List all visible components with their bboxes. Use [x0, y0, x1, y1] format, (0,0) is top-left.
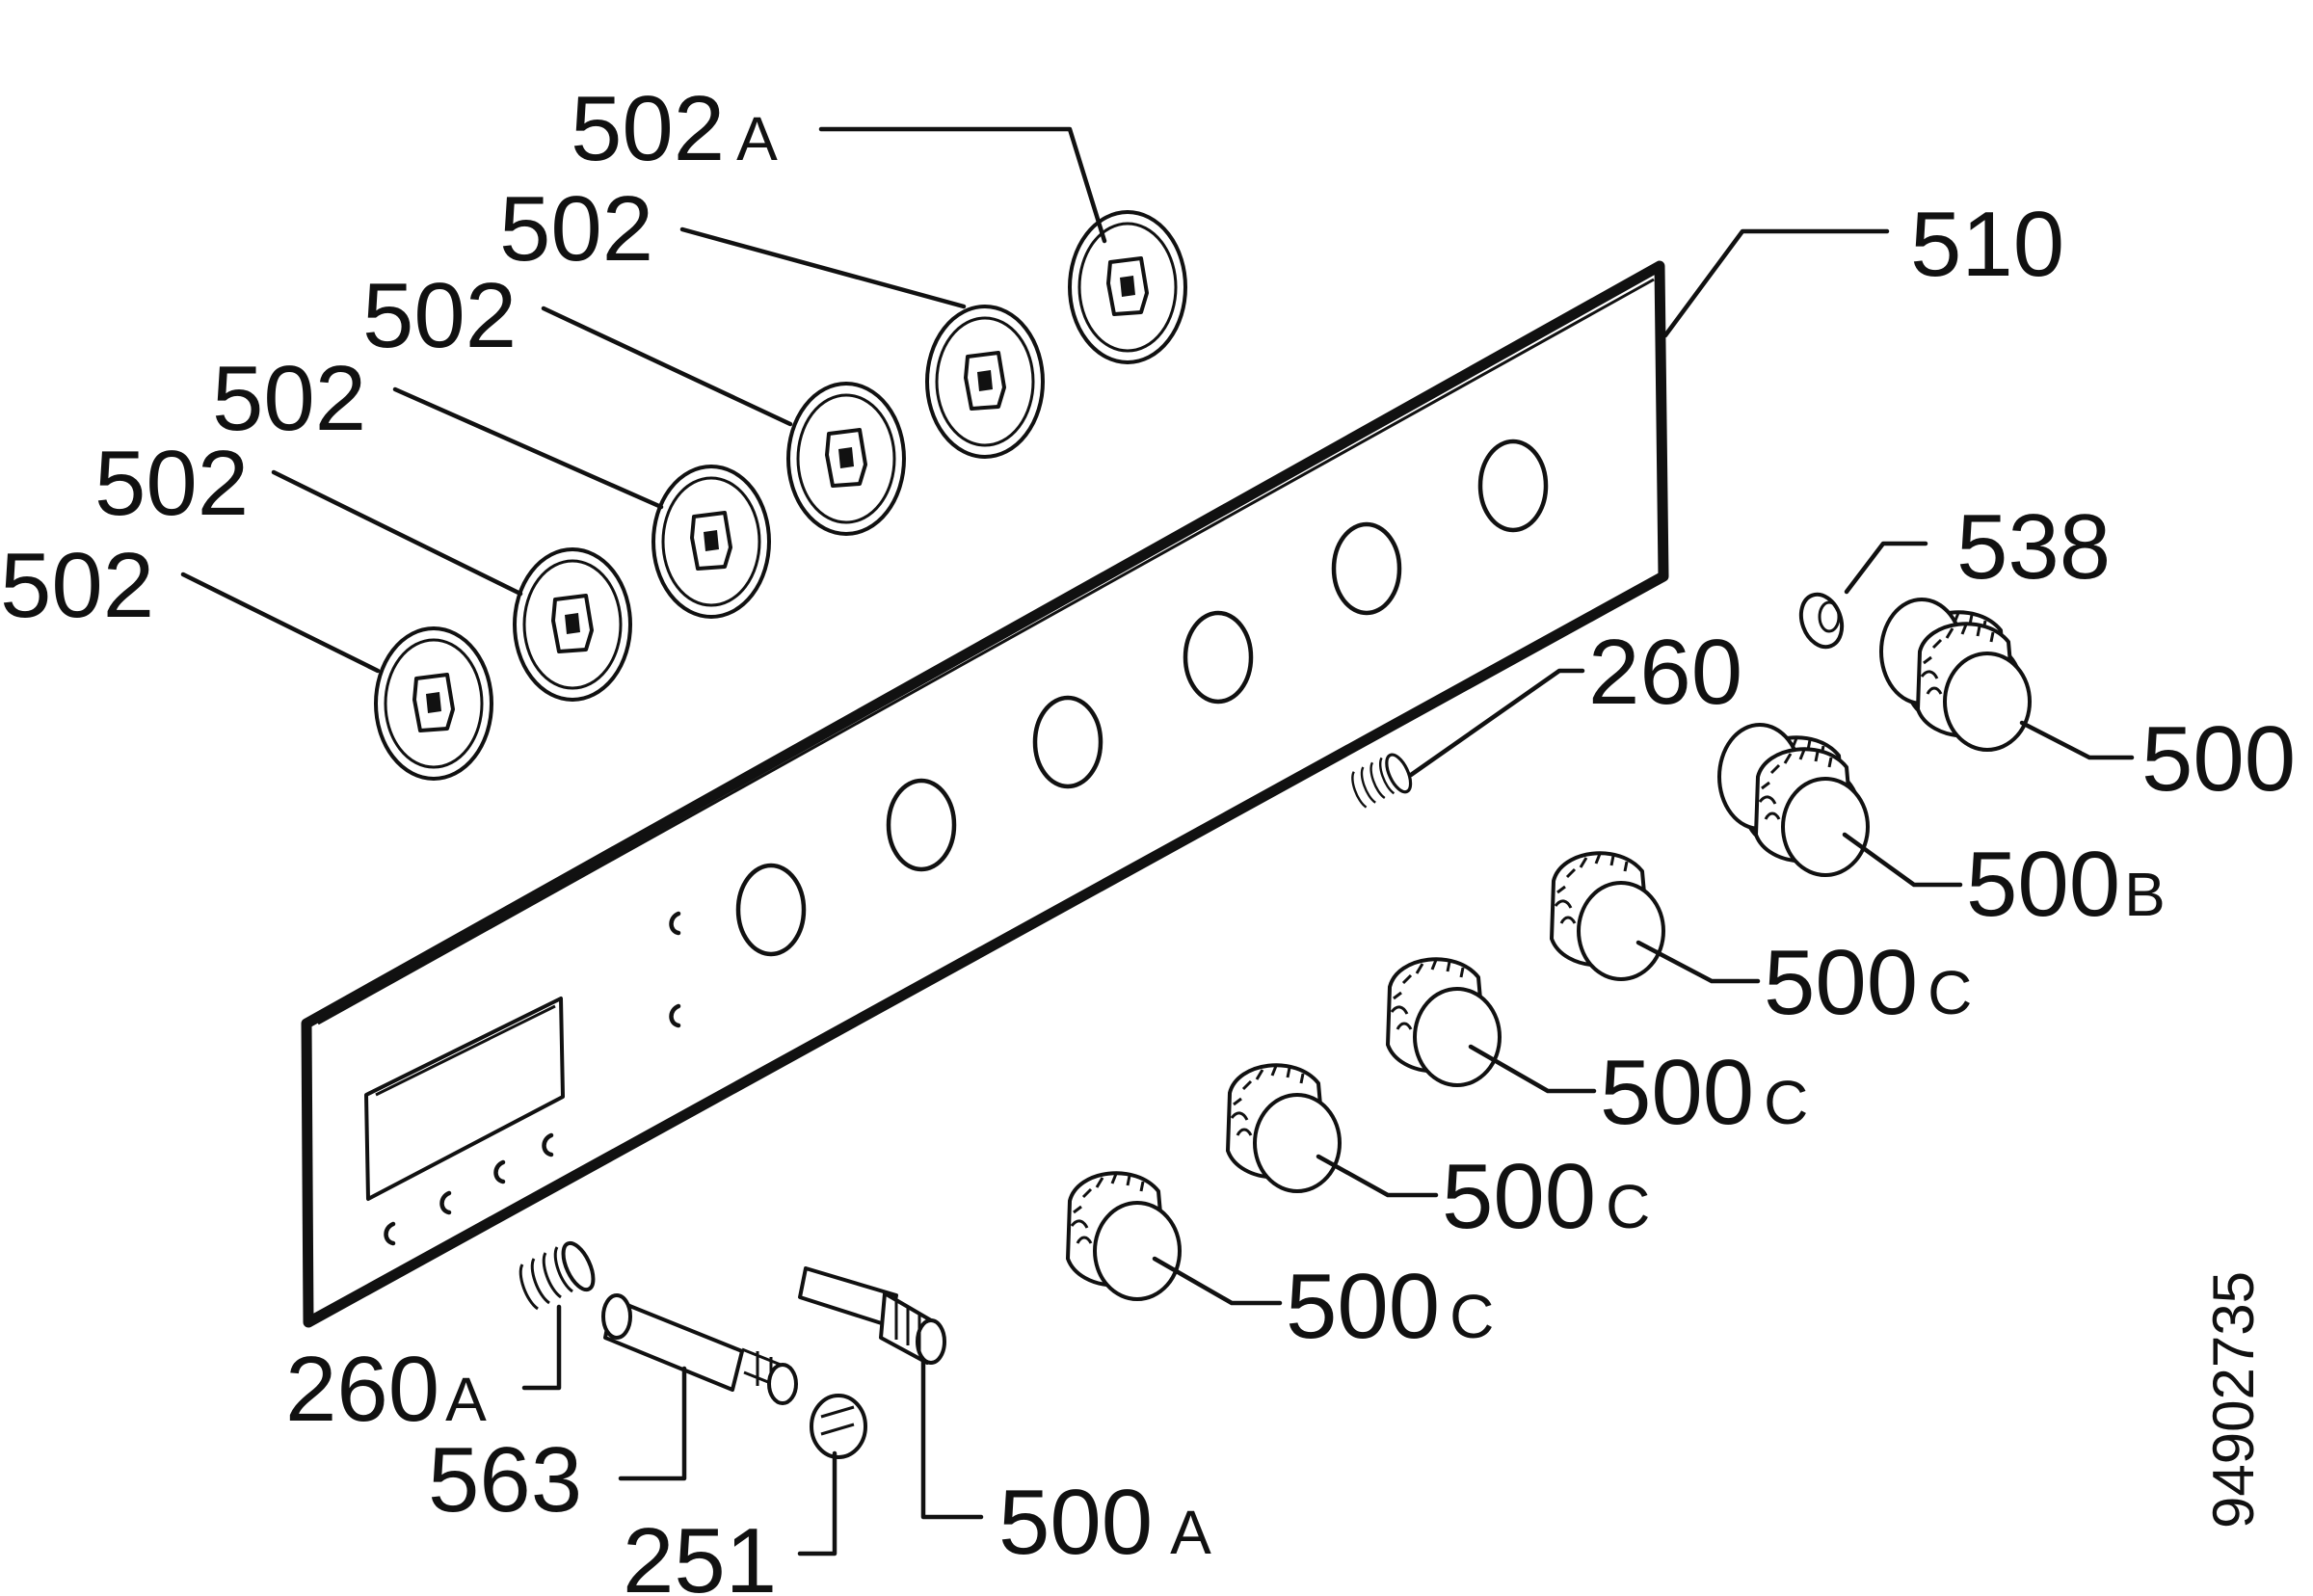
spring-260a	[518, 1237, 601, 1311]
label-251: 251	[623, 1509, 777, 1596]
knob-500c-2	[1386, 957, 1502, 1087]
bezel-disc-502a	[1068, 210, 1187, 364]
bezel-disc-502-2	[513, 547, 632, 702]
control-panel-510	[301, 260, 1669, 1328]
bezel-disc-502-3	[651, 465, 771, 619]
bezel-disc-502-1	[374, 626, 493, 781]
drawing-number: 94902735	[2201, 1271, 2266, 1529]
label-260: 260	[1588, 621, 1742, 724]
leader-lines	[180, 126, 2135, 1556]
label-502-4: 502	[362, 264, 517, 367]
knob-500c-3	[1226, 1063, 1342, 1193]
bezel-disc-502-4	[786, 382, 906, 536]
shaft-563	[601, 1293, 798, 1405]
screw-251	[810, 1394, 867, 1459]
label-538: 538	[1956, 495, 2111, 598]
ring-538	[1798, 592, 1845, 650]
knob-500-front	[1916, 622, 2032, 752]
label-502-5: 502	[499, 177, 653, 280]
label-510: 510	[1910, 193, 2064, 296]
label-502-2: 502	[94, 432, 249, 535]
label-502-1: 502	[0, 534, 154, 637]
label-563: 563	[428, 1428, 582, 1531]
spring-260	[1350, 749, 1418, 810]
knob-500c-4	[1066, 1171, 1182, 1301]
knob-500b-front	[1754, 747, 1870, 877]
bezel-disc-502-5	[925, 305, 1045, 459]
label-260a: 260A	[285, 1338, 487, 1441]
label-502-3: 502	[212, 347, 366, 450]
label-500: 500	[2141, 707, 2296, 811]
shaft-500a	[798, 1266, 946, 1365]
label-500b: 500B	[1966, 833, 2166, 936]
knob-500c-1	[1550, 851, 1665, 981]
